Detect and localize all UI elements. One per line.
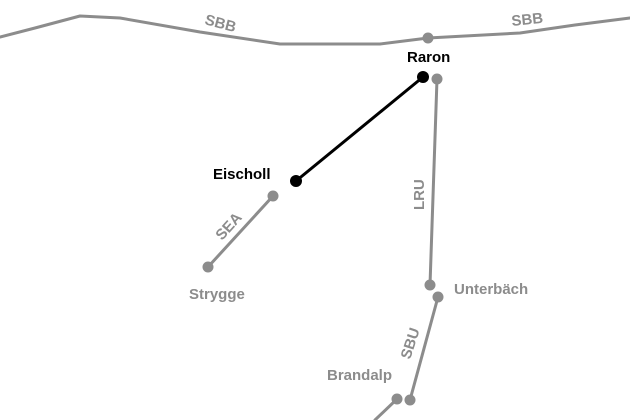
unterbaech-sbu-stop[interactable] xyxy=(432,291,444,303)
sea-cableway-line xyxy=(206,194,275,269)
lru-cableway-line xyxy=(428,77,439,287)
raron-railway-stop[interactable] xyxy=(422,32,434,44)
line-label-sea: SEA xyxy=(212,209,245,243)
sbu-cableway-line xyxy=(408,295,440,402)
eischoll-station-marker[interactable] xyxy=(290,175,302,187)
brandalp-stop-b[interactable] xyxy=(404,394,416,406)
raron-lru-stop[interactable] xyxy=(431,73,443,85)
line-label-lru: LRU xyxy=(411,179,428,210)
strygge-stop[interactable] xyxy=(202,261,214,273)
sbb-railway-line xyxy=(0,14,630,46)
raron-eischoll-line xyxy=(294,75,425,183)
station-label-raron: Raron xyxy=(407,49,450,66)
line-label-sbb-right: SBB xyxy=(511,10,544,30)
station-label-unterbaech: Unterbäch xyxy=(454,281,528,298)
raron-station-marker[interactable] xyxy=(417,71,429,83)
line-label-sbu: SBU xyxy=(398,326,424,361)
brandalp-stop-a[interactable] xyxy=(391,393,403,405)
station-label-strygge: Strygge xyxy=(189,286,245,303)
station-label-brandalp: Brandalp xyxy=(327,367,392,384)
station-label-eischoll: Eischoll xyxy=(213,166,271,183)
eischoll-sea-stop[interactable] xyxy=(267,190,279,202)
unterbaech-lru-stop[interactable] xyxy=(424,279,436,291)
